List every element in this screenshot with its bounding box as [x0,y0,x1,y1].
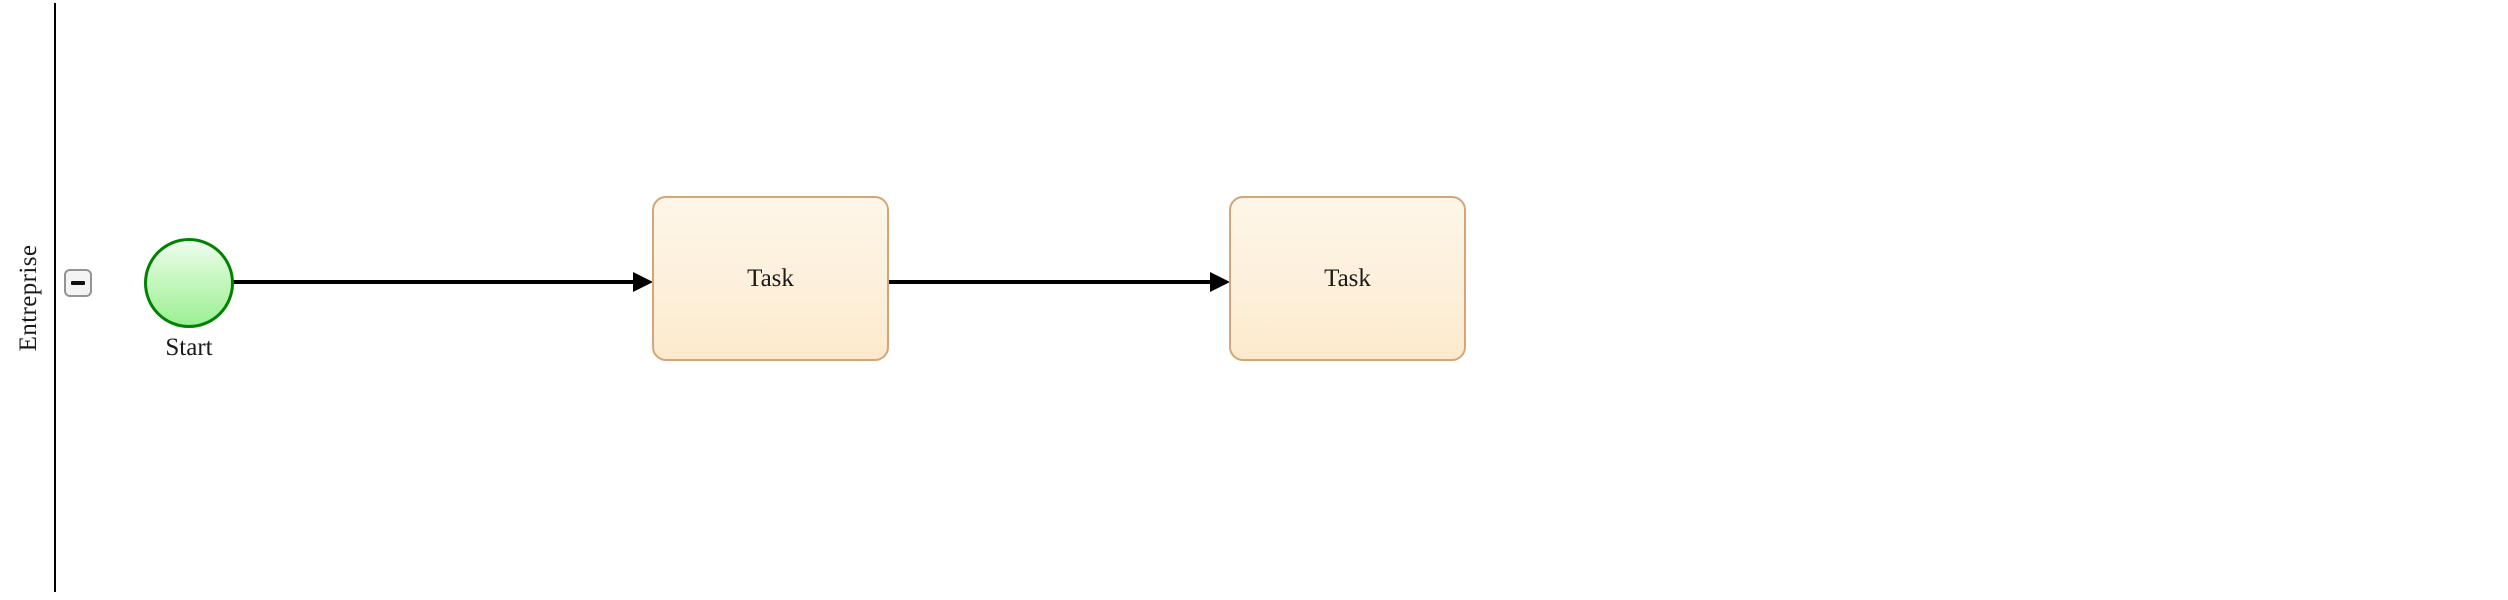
task-label: Task [1324,264,1371,292]
task-label: Task [747,264,794,292]
lane-label: Entreprise [15,244,42,351]
lane-header[interactable]: Entreprise [4,3,56,592]
flow-line [232,280,633,284]
task-node-2[interactable]: Task [1229,196,1466,361]
start-event-node[interactable] [144,238,234,328]
lane-collapse-button[interactable] [64,269,92,297]
sequence-flow-task-1-to-task-2[interactable] [888,272,1230,292]
minus-icon [71,281,85,285]
start-event-circle-icon [144,238,234,328]
flow-line [888,280,1210,284]
start-event-label: Start [165,334,213,361]
arrowhead-icon [633,272,653,292]
sequence-flow-start-to-task-1[interactable] [232,272,653,292]
task-node-1[interactable]: Task [652,196,889,361]
arrowhead-icon [1210,272,1230,292]
